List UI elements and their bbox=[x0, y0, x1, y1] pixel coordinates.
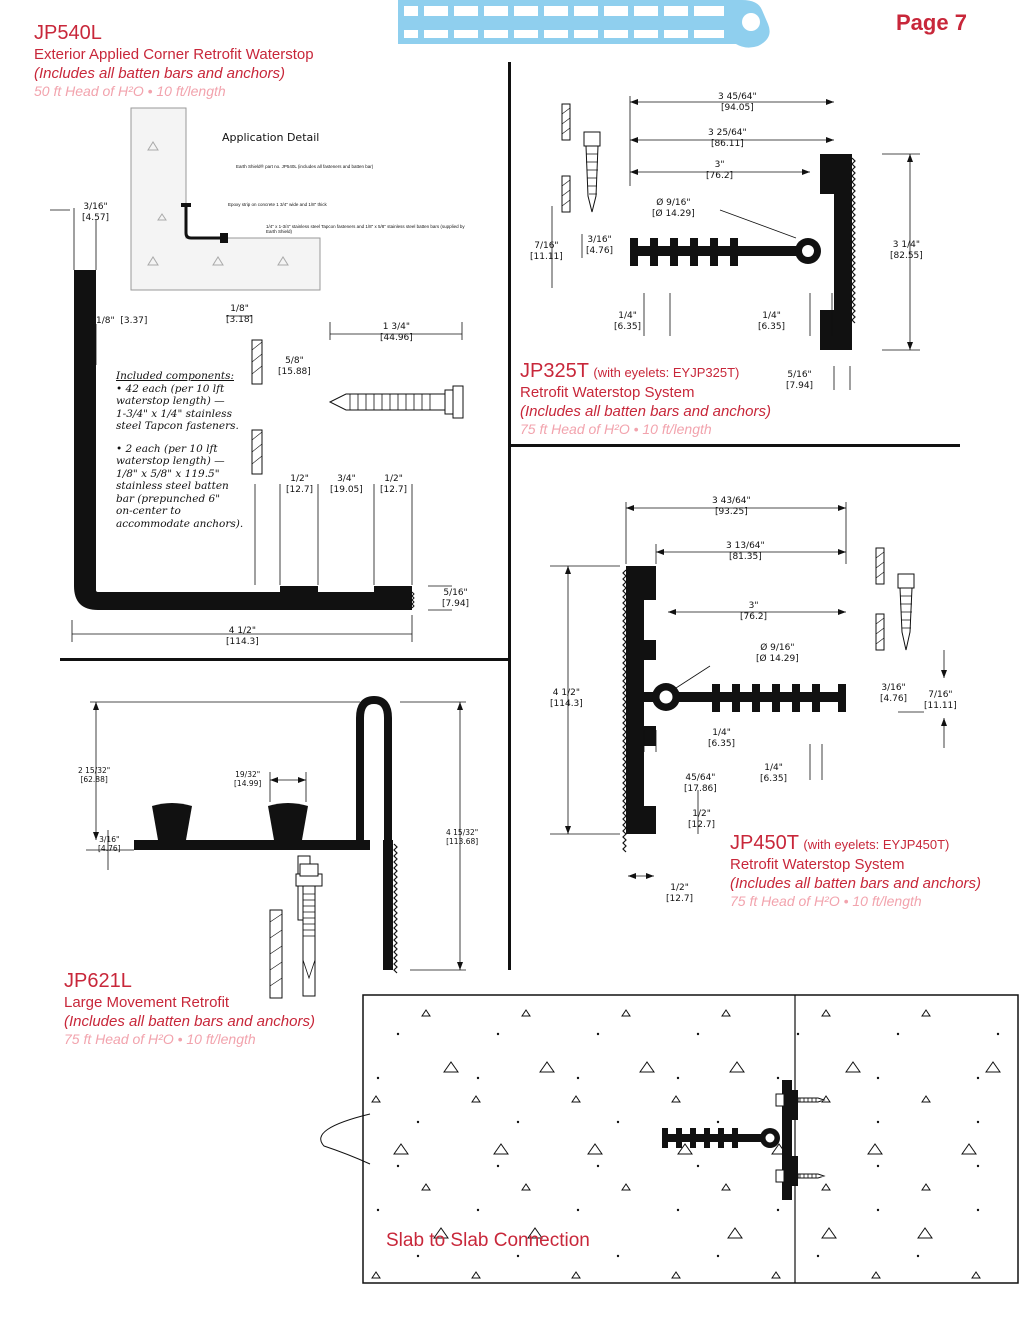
jp540l-title: Exterior Applied Corner Retrofit Waterst… bbox=[34, 46, 314, 63]
jp450t-header: JP450T (with eyelets: EYJP450T) Retrofit… bbox=[730, 832, 981, 909]
horizontal-divider-left bbox=[60, 658, 510, 661]
jp450t-dim-2: 3 13/64" [81.35] bbox=[726, 541, 765, 562]
jp325t-header: JP325T (with eyelets: EYJP325T) Retrofit… bbox=[520, 360, 771, 437]
vertical-divider bbox=[508, 62, 511, 970]
jp540l-profile-drawing bbox=[50, 208, 464, 642]
jp325t-dim-3: 3" [76.2] bbox=[706, 160, 734, 181]
jp325t-includes: (Includes all batten bars and anchors) bbox=[520, 403, 771, 420]
jp325t-dim-8: 1/4" [6.35] bbox=[614, 311, 642, 332]
jp325t-eyelets: (with eyelets: EYJP325T) bbox=[593, 365, 740, 380]
page-label: Page 7 bbox=[896, 10, 967, 35]
jp540l-dim-6: 1/2" [12.7] bbox=[286, 474, 314, 495]
jp450t-dim-11: 1/2" [12.7] bbox=[688, 809, 716, 830]
jp325t-dim-5: 7/16" [11.11] bbox=[530, 241, 563, 262]
jp540l-dim-5: 1 3/4" [44.96] bbox=[380, 322, 413, 343]
jp621l-profile-drawing bbox=[86, 695, 466, 999]
jp325t-dim-1: 3 45/64" [94.05] bbox=[718, 92, 757, 113]
slab-caption: Slab to Slab Connection bbox=[386, 1230, 590, 1251]
jp450t-dim-1: 3 43/64" [93.25] bbox=[712, 496, 751, 517]
jp621l-title: Large Movement Retrofit bbox=[64, 994, 230, 1011]
jp325t-dim-9: 1/4" [6.35] bbox=[758, 311, 786, 332]
jp450t-dim-4: Ø 9/16" [Ø 14.29] bbox=[756, 643, 799, 664]
jp540l-dim-3: 1/8" [3.18] bbox=[226, 304, 254, 325]
horizontal-divider-right bbox=[510, 444, 960, 447]
jp540l-header: JP540L Exterior Applied Corner Retrofit … bbox=[34, 22, 314, 99]
jp540l-dim-4: 5/8" [15.88] bbox=[278, 356, 311, 377]
jp450t-title: Retrofit Waterstop System bbox=[730, 856, 905, 873]
application-detail-graphic bbox=[130, 107, 321, 291]
jp450t-dim-12: 1/2" [12.7] bbox=[666, 883, 694, 904]
jp325t-profile-drawing bbox=[551, 96, 920, 390]
jp450t-dim-10: 45/64" [17.86] bbox=[684, 773, 717, 794]
jp450t-dim-5: 4 1/2" [114.3] bbox=[550, 688, 583, 709]
app-note-2: Epoxy strip on concrete 1 3/4" wide and … bbox=[228, 202, 327, 207]
jp621l-includes: (Includes all batten bars and anchors) bbox=[64, 1013, 315, 1030]
jp450t-spec: 75 ft Head of H²O • 10 ft/length bbox=[730, 893, 922, 909]
jp621l-header: JP621L Large Movement Retrofit (Includes… bbox=[64, 970, 315, 1047]
jp325t-dim-7: 3 1/4" [82.55] bbox=[890, 240, 923, 261]
jp450t-dim-8: 1/4" [6.35] bbox=[708, 728, 736, 749]
jp450t-profile-drawing bbox=[550, 502, 947, 879]
jp450t-includes: (Includes all batten bars and anchors) bbox=[730, 875, 981, 892]
slab-to-slab-drawing bbox=[320, 994, 1019, 1284]
jp325t-code: JP325T bbox=[520, 360, 589, 382]
jp325t-dim-2: 3 25/64" [86.11] bbox=[708, 128, 747, 149]
jp540l-dim-9: 5/16" [7.94] bbox=[442, 588, 470, 609]
jp540l-dim-10: 4 1/2" [114.3] bbox=[226, 626, 259, 647]
components-item-2: • 2 each (per 10 lft waterstop length) —… bbox=[116, 442, 244, 530]
components-item-1: • 42 each (per 10 lft waterstop length) … bbox=[116, 382, 239, 433]
components-title: Included components: bbox=[116, 370, 234, 382]
jp540l-dim-8: 1/2" [12.7] bbox=[380, 474, 408, 495]
jp325t-dim-6: 3/16" [4.76] bbox=[586, 235, 614, 256]
app-detail-title: Application Detail bbox=[222, 131, 320, 144]
jp621l-dim-1: 2 15/32" [62.88] bbox=[78, 766, 111, 784]
app-note-3: 1/4" x 1-3/4" stainless steel Tapcon fas… bbox=[266, 224, 465, 234]
jp621l-dim-2: 19/32" [14.99] bbox=[234, 770, 262, 788]
jp450t-dim-9: 1/4" [6.35] bbox=[760, 763, 788, 784]
header-tab-graphic bbox=[398, 0, 770, 48]
jp450t-dim-6: 3/16" [4.76] bbox=[880, 683, 908, 704]
jp621l-code: JP621L bbox=[64, 970, 132, 992]
jp325t-spec: 75 ft Head of H²O • 10 ft/length bbox=[520, 421, 712, 437]
jp621l-dim-3: 3/16" [4.76] bbox=[98, 835, 121, 853]
app-note-1: Earth Shield® part no. JP540L (includes … bbox=[236, 164, 374, 169]
jp450t-eyelets: (with eyelets: EYJP450T) bbox=[803, 837, 950, 852]
jp450t-code: JP450T bbox=[730, 832, 799, 854]
jp540l-dim-2: 1/8" [3.37] bbox=[96, 316, 148, 326]
jp325t-dim-10: 5/16" [7.94] bbox=[786, 370, 814, 391]
included-components: Included components: • 42 each (per 10 l… bbox=[116, 370, 246, 530]
jp450t-dim-3: 3" [76.2] bbox=[740, 601, 768, 622]
jp325t-title: Retrofit Waterstop System bbox=[520, 384, 695, 401]
jp540l-includes: (Includes all batten bars and anchors) bbox=[34, 65, 285, 82]
jp621l-dim-4: 4 15/32" [113.68] bbox=[446, 828, 479, 846]
jp540l-dim-1: 3/16" [4.57] bbox=[82, 202, 110, 223]
jp450t-dim-7: 7/16" [11.11] bbox=[924, 690, 957, 711]
jp540l-dim-7: 3/4" [19.05] bbox=[330, 474, 363, 495]
jp540l-spec: 50 ft Head of H²O • 10 ft/length bbox=[34, 83, 226, 99]
jp540l-code: JP540L bbox=[34, 22, 102, 44]
jp325t-dim-4: Ø 9/16" [Ø 14.29] bbox=[652, 198, 695, 219]
jp621l-spec: 75 ft Head of H²O • 10 ft/length bbox=[64, 1031, 256, 1047]
